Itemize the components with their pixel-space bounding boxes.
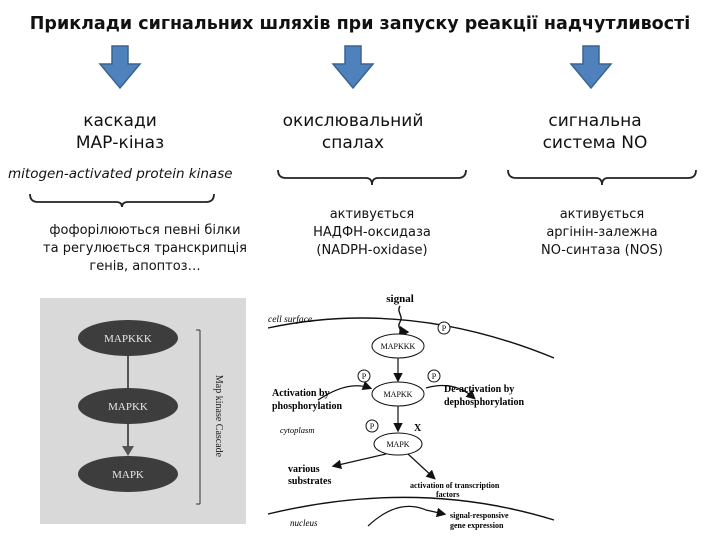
desc-1-line-3: генів, апоптоз…	[89, 259, 201, 274]
desc-1-line-1: фофорілюються певні білки	[49, 223, 241, 238]
desc-3-line-2: аргінін-залежна	[546, 225, 658, 240]
desc-2-line-2: НАДФН-оксидаза	[313, 225, 431, 240]
desc-2-line-3: (NADPH-oxidase)	[316, 243, 428, 258]
node-mapk	[78, 456, 178, 492]
heading-1-line-2: МАР-кіназ	[75, 133, 165, 153]
mapk-signaling-diagram: signal cell surface P MAPKKK P P MAPKK A…	[267, 293, 555, 530]
braces	[29, 169, 697, 208]
arrow-to-gene	[367, 505, 447, 527]
phospho-label-2: P	[362, 372, 367, 381]
phospho-label-3: P	[432, 372, 437, 381]
inhibit-mark: X	[414, 423, 422, 434]
desc-1-line-2: та регулюється транскрипція	[43, 241, 247, 256]
phospho-circle-4	[365, 419, 379, 433]
arrow-to-substrates	[331, 453, 387, 470]
side-label: Map kinase Cascade	[213, 375, 224, 458]
signal-label: signal	[386, 293, 414, 305]
node-mapkkk-label: MAPKKK	[104, 333, 152, 345]
phospho-label-1: P	[442, 324, 447, 333]
deactivation-label-2: dephosphorylation	[444, 397, 524, 408]
desc-3-line-3: NO-синтаза (NOS)	[540, 243, 663, 258]
deactivation-label-1: De-activation by	[444, 384, 514, 395]
tf-label-2: factors	[436, 490, 460, 499]
node-mapkkk	[78, 320, 178, 356]
down-arrow-icon-1	[98, 45, 142, 90]
nuclear-membrane	[267, 496, 555, 521]
description-nadph: активується НАДФН-оксидаза (NADPH-oxidas…	[272, 206, 472, 260]
down-arrow-icon-2	[331, 45, 375, 90]
down-arrow-icon-3	[569, 45, 613, 90]
deactivation-arrow	[425, 385, 476, 400]
desc-3-line-1: активується	[559, 207, 645, 222]
cytoplasm-label: cytoplasm	[280, 425, 314, 435]
heading-3-line-2: система NO	[542, 133, 648, 153]
activation-arrow	[317, 381, 373, 401]
node-mapkkk-right-label: MAPKKK	[381, 342, 416, 351]
phospho-circle-1	[437, 321, 451, 335]
down-arrows	[98, 45, 613, 90]
brace-1	[29, 193, 215, 208]
nucleus-label: nucleus	[290, 518, 318, 528]
substrates-label-2: substrates	[288, 476, 331, 487]
node-mapk-right	[373, 432, 423, 456]
page-title: Приклади сигнальних шляхів при запуску р…	[29, 14, 691, 34]
heading-3-line-1: сигнальна	[548, 111, 642, 131]
heading-2-line-2: спалах	[321, 133, 385, 153]
heading-mapk-cascade: каскади МАР-кіназ	[30, 110, 210, 154]
activation-label-1: Activation by	[272, 388, 330, 399]
node-mapkk-label: MAPKK	[108, 401, 148, 413]
heading-oxidative-burst: окислювальний спалах	[258, 110, 448, 154]
node-mapk-label: MAPK	[112, 469, 144, 481]
substrates-label-1: various	[288, 464, 320, 475]
cascade-arrowhead-icon	[122, 446, 134, 456]
tf-label-1: activation of transcription	[410, 481, 500, 490]
brace-2	[277, 169, 467, 186]
cell-membrane	[267, 317, 555, 359]
heading-no-system: сигнальна система NO	[500, 110, 690, 154]
cell-surface-label: cell surface	[268, 314, 312, 325]
description-mapk: фофорілюються певні білки та регулюється…	[20, 222, 270, 276]
heading-2-line-1: окислювальний	[282, 111, 424, 131]
desc-2-line-1: активується	[329, 207, 415, 222]
mapk-english-name: mitogen-activated protein kinase	[8, 166, 233, 182]
heading-1-line-1: каскади	[83, 111, 157, 131]
mapk-cascade-figure: MAPKKK MAPKK MAPK Map kinase Cascade	[40, 298, 246, 524]
node-mapkk	[78, 388, 178, 424]
brace-3	[507, 169, 697, 186]
activation-label-2: phosphorylation	[272, 401, 342, 412]
arrow-to-tf	[407, 453, 436, 480]
phospho-label-4: P	[370, 422, 375, 431]
signal-arrow	[398, 305, 410, 339]
node-mapk-right-label: MAPK	[386, 440, 409, 449]
phospho-circle-3	[427, 369, 441, 383]
gene-label-2: gene expression	[450, 521, 504, 530]
node-mapkk-right-label: MAPKK	[384, 390, 413, 399]
description-nos: активується аргінін-залежна NO-синтаза (…	[502, 206, 702, 260]
gene-label-1: signal-responsive	[450, 511, 509, 520]
